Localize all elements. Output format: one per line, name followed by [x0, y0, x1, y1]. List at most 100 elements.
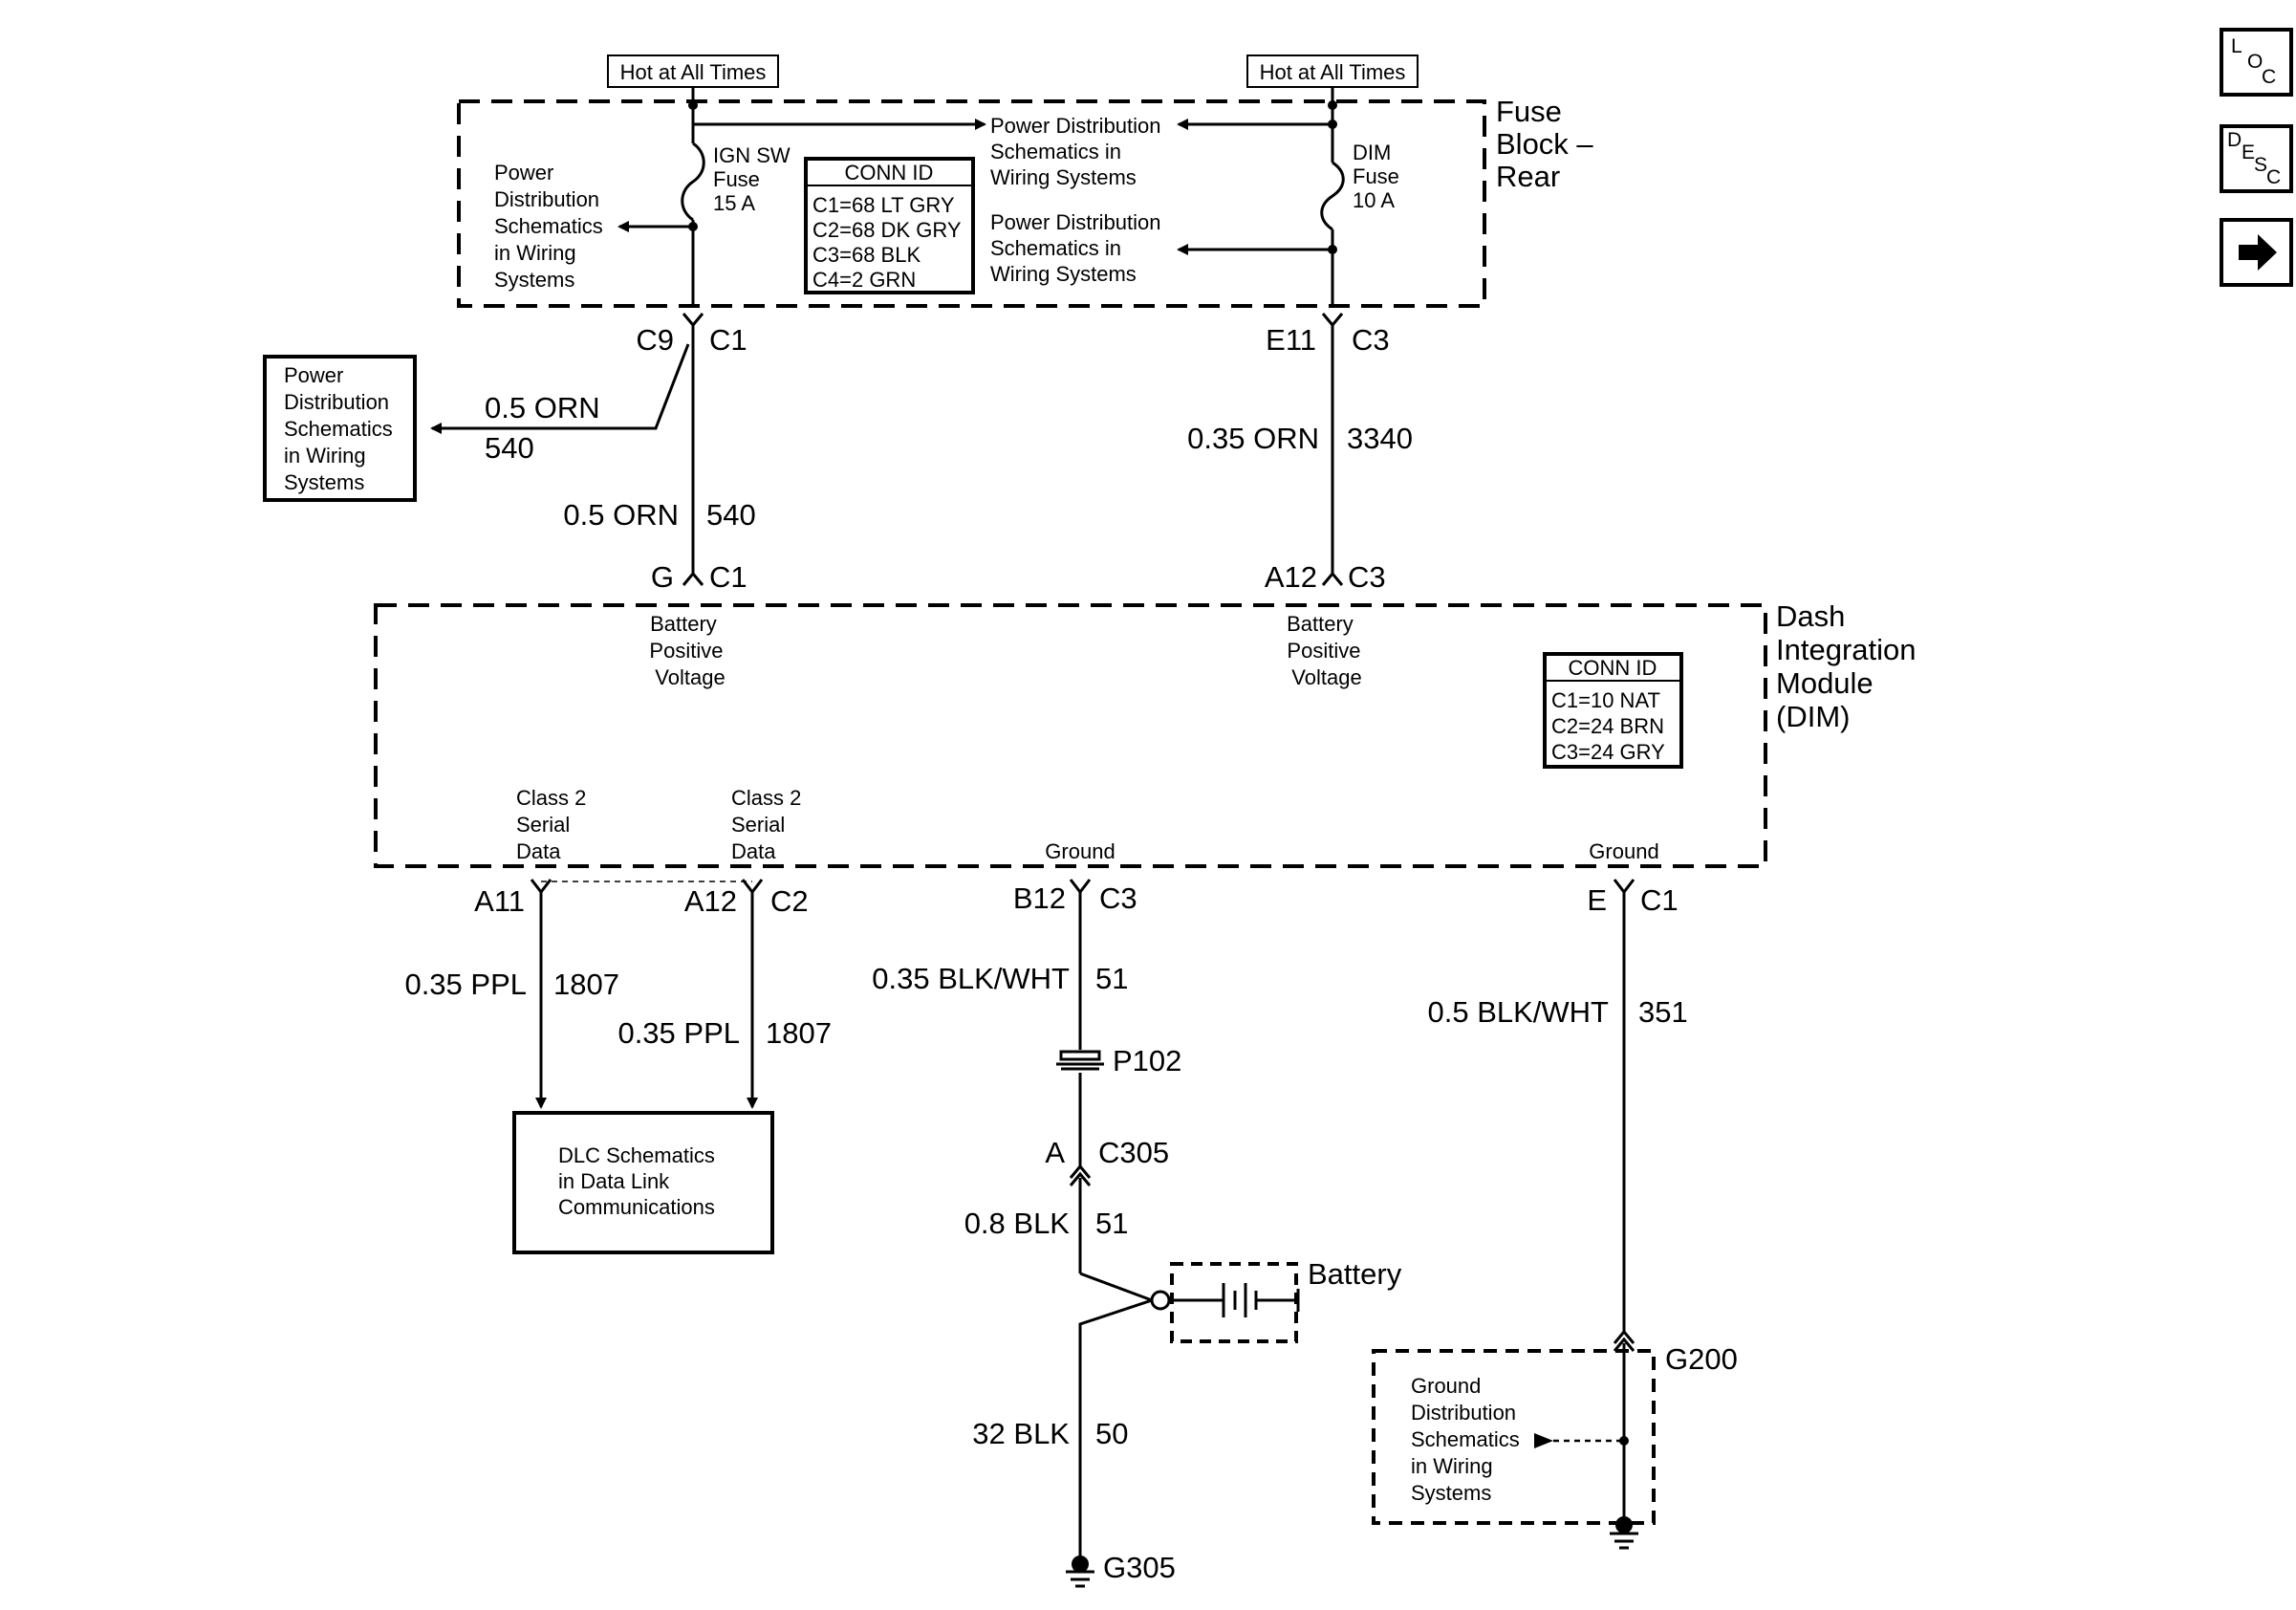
svg-text:O: O [2247, 51, 2263, 73]
pin-c9: C9 [636, 323, 674, 357]
battery-label: Battery [1308, 1257, 1402, 1291]
w3340-gauge: 0.35 ORN [1187, 422, 1319, 455]
dim-title: Dash Integration Module (DIM) [1776, 599, 1924, 733]
conn-c1-lower: C1 [1640, 883, 1679, 917]
branch-circuit: 540 [485, 431, 534, 465]
right-arrow-icon [2239, 234, 2277, 271]
conn-c1-dim: C1 [709, 560, 747, 594]
connector-g200 [1613, 1329, 1635, 1352]
dim-bpv-right: Battery Positive Voltage [1287, 612, 1367, 689]
battery-terminal [1150, 1290, 1171, 1311]
ign-sw-fuse-label: IGN SW Fuse 15 A [713, 143, 796, 215]
connector-b12-c3 [1069, 879, 1092, 895]
conn-c3-lower: C3 [1099, 881, 1137, 915]
left-power-distribution-box [263, 355, 417, 502]
fuse-block-conn-id-box [804, 157, 975, 294]
conn-c3-top: C3 [1352, 323, 1390, 357]
connector-a12-c3 [1321, 571, 1344, 586]
next-arrow-button[interactable] [2220, 218, 2293, 287]
dim-outline [374, 603, 1767, 868]
c305-pin: A [1045, 1136, 1065, 1169]
svg-text:S: S [2254, 154, 2267, 176]
battery-icon [1169, 1283, 1300, 1317]
dim-conn-id-title: CONN ID [1569, 656, 1657, 680]
connector-c9-c1 [682, 313, 704, 328]
branch-540-arrow [430, 343, 690, 434]
svg-text:L: L [2231, 35, 2242, 57]
blk51-gauge: 0.8 BLK [964, 1207, 1071, 1240]
connector-c305 [1069, 1164, 1092, 1186]
ground-distribution-outline [1372, 1349, 1656, 1525]
blk51-circuit: 51 [1095, 1207, 1128, 1240]
bw351-circuit: 351 [1638, 995, 1688, 1029]
w3340-circuit: 3340 [1347, 422, 1413, 455]
ppl1-gauge: 0.35 PPL [404, 968, 527, 1001]
fuse-block-conn-id-title: CONN ID [845, 161, 934, 185]
connector-e11-c3 [1321, 313, 1344, 328]
fuse-block-rear: Fuse Block – Rear Hot at All Times Hot a… [457, 54, 1601, 308]
blk50-circuit: 50 [1095, 1417, 1128, 1450]
pin-a12-lower: A12 [684, 884, 737, 918]
branch-gauge: 0.5 ORN [485, 391, 600, 424]
conn-c3-dim: C3 [1348, 560, 1386, 594]
g200-ground-icon [1610, 1516, 1638, 1550]
pin-e: E [1587, 883, 1607, 917]
ppl2-circuit: 1807 [766, 1016, 832, 1050]
fuse-block-outline [457, 99, 1486, 308]
fuse-block-top-ref: Power Distribution Schematics in Wiring … [990, 114, 1167, 189]
desc-button[interactable]: D E S C [2220, 124, 2293, 193]
hot-at-all-times-left: Hot at All Times [620, 60, 767, 84]
pin-e11: E11 [1266, 323, 1316, 357]
c305-conn: C305 [1098, 1136, 1169, 1169]
bw51-circuit: 51 [1095, 962, 1128, 995]
bw351-gauge: 0.5 BLK/WHT [1428, 995, 1610, 1029]
dash-integration-module: Dash Integration Module (DIM) Battery Po… [374, 599, 1924, 868]
dim-bpv-left: Battery Positive Voltage [649, 612, 728, 689]
connector-e-c1 [1613, 879, 1635, 895]
dim-conn-id-lines: C1=10 NAT C2=24 BRN C3=24 GRY [1551, 688, 1670, 764]
dlc-box [512, 1111, 774, 1254]
pin-g: G [651, 560, 674, 594]
p102-label: P102 [1113, 1044, 1181, 1077]
conn-c1-top: C1 [709, 323, 747, 357]
loc-button[interactable]: L O C [2220, 28, 2293, 97]
pin-a12-top: A12 [1265, 560, 1317, 594]
dim-class2-right: Class 2 Serial Data [731, 786, 807, 863]
dim-fuse-label: DIM Fuse 10 A [1353, 141, 1405, 212]
g305-label: G305 [1103, 1551, 1176, 1584]
ign-sw-fuse-symbol [681, 141, 705, 222]
dim-ground-right: Ground [1589, 839, 1658, 863]
dlc-text: DLC Schematics in Data Link Communicatio… [558, 1143, 721, 1219]
g200-label: G200 [1665, 1342, 1738, 1376]
w540-gauge: 0.5 ORN [563, 498, 679, 532]
p102-splice [1056, 1050, 1104, 1071]
fuse-block-left-ref: Power Distribution Schematics in Wiring … [494, 161, 609, 292]
svg-text:E: E [2242, 141, 2255, 163]
svg-text:C: C [2266, 166, 2281, 188]
connector-g-c1 [682, 571, 704, 586]
dim-class2-left: Class 2 Serial Data [516, 786, 592, 863]
g305-ground-icon [1066, 1528, 1094, 1588]
w540-circuit: 540 [706, 498, 756, 532]
battery-outline [1170, 1262, 1298, 1343]
hot-at-all-times-right: Hot at All Times [1260, 60, 1406, 84]
ppl2-gauge: 0.35 PPL [617, 1016, 740, 1050]
fuse-block-mid-ref: Power Distribution Schematics in Wiring … [990, 210, 1167, 286]
svg-text:D: D [2227, 129, 2242, 151]
ppl1-circuit: 1807 [553, 968, 619, 1001]
dim-fuse-symbol [1320, 161, 1345, 231]
left-power-distribution-text: Power Distribution Schematics in Wiring … [284, 363, 399, 494]
pin-a11: A11 [474, 884, 525, 918]
ground-distribution-text: Ground Distribution Schematics in Wiring… [1411, 1374, 1526, 1505]
conn-c2: C2 [770, 884, 809, 918]
pin-b12: B12 [1013, 881, 1066, 915]
svg-text:C: C [2262, 66, 2276, 88]
bw51-gauge: 0.35 BLK/WHT [872, 962, 1070, 995]
fuse-block-conn-id-lines: C1=68 LT GRY C2=68 DK GRY C3=68 BLK C4=2… [812, 193, 966, 292]
ground-ref-arrow [1534, 1433, 1553, 1448]
blk50-gauge: 32 BLK [972, 1417, 1070, 1450]
fuse-block-title: Fuse Block – Rear [1496, 95, 1601, 193]
dim-ground-mid: Ground [1045, 839, 1115, 863]
dim-conn-id-box [1543, 652, 1683, 769]
